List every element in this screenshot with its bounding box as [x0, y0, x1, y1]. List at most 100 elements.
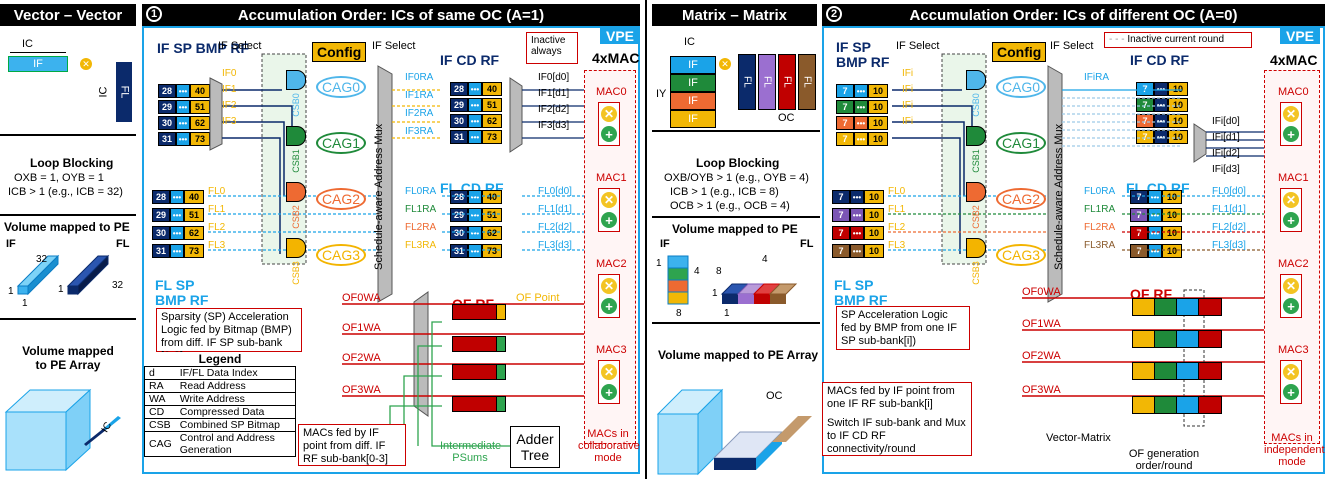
macs-mode-1: MACs in collaborative mode [578, 428, 640, 464]
s1-flcd-row-3-last: 73 [482, 244, 502, 258]
s2-fl-row-2-dots: ••• [850, 226, 864, 240]
mid-fl-item-0: FL [738, 54, 756, 110]
s2-mac-1-add-icon: + [1283, 212, 1299, 228]
s1-mac-3: ✕+ [598, 360, 620, 404]
mid-loop-2: ICB > 1 (e.g., ICB = 8) [670, 186, 779, 198]
s2-flcd-row-2-dots: ••• [1148, 226, 1162, 240]
s1-flcd-row-2-first: 30 [450, 226, 468, 240]
mid-vol-4b: 4 [762, 254, 768, 265]
macs-note-1: MACs fed by IF point from diff. IF RF su… [298, 424, 406, 466]
pe-array-shape [4, 388, 121, 472]
s2-ifcd-row-0-first: 7 [1136, 82, 1154, 96]
s2-fl-row-2-first: 7 [832, 226, 850, 240]
s2-if-row-0-dots: ••• [854, 84, 868, 98]
s1-if-row-3-first: 31 [158, 132, 176, 146]
s2-if-row-1-last: 10 [868, 100, 888, 114]
s2-if-row-0-last: 10 [868, 84, 888, 98]
if-sp-bmp-rf-1: IF SP BMP RF [157, 40, 250, 56]
legend-val-2: Write Address [175, 392, 296, 406]
mid-vol-4a: 4 [694, 266, 700, 277]
s1-mac-3-multiply-icon: ✕ [601, 364, 617, 380]
legend-key-4: CSB [144, 418, 176, 432]
legend-title: Legend [198, 352, 242, 366]
s2-csb-1: CSB1 [970, 149, 981, 173]
s1-flcd-row-3-dots: ••• [468, 244, 482, 258]
s2-mac-1: ✕+ [1280, 188, 1302, 232]
s2-of-cell-1-0 [1132, 330, 1156, 348]
s2-flcd-row-2-first: 7 [1130, 226, 1148, 240]
mid-vol-if: IF [660, 238, 670, 250]
s2-mac-0-multiply-icon: ✕ [1283, 106, 1299, 122]
s2-flcd-row-1-last: 10 [1162, 208, 1182, 222]
s2-fl-ra-3: FL3RA [1084, 240, 1116, 251]
mid-if-item-2: IF [670, 92, 716, 110]
s1-if-ra-1: IF1RA [405, 90, 434, 101]
s2-flcd-row-2-last: 10 [1162, 226, 1182, 240]
volume-pe-title: Volume mapped to PE [4, 220, 130, 234]
sparsity-note: Sparsity (SP) Acceleration Logic fed by … [156, 308, 302, 362]
s1-of-block-1 [452, 336, 498, 352]
s2-of-cell-3-1 [1154, 396, 1178, 414]
vol-fl-label: FL [116, 238, 130, 250]
s2-of-cell-3-2 [1176, 396, 1200, 414]
s2-fl-row-2-last: 10 [864, 226, 884, 240]
of-point-label: OF Point [516, 292, 560, 304]
s2-of-cell-0-2 [1176, 298, 1200, 316]
s1-ifcd-row-0-dots: ••• [468, 82, 482, 96]
divider-1 [0, 134, 136, 136]
vol-1b: 1 [22, 298, 28, 309]
s2-if-row-3-dots: ••• [854, 132, 868, 146]
s2-mac-2: ✕+ [1280, 274, 1302, 318]
s2-flcd-row-3-first: 7 [1130, 244, 1148, 258]
section2-number: 2 [826, 6, 842, 22]
mid-vol-1a: 1 [656, 258, 662, 269]
s2-cag-2: CAG2 [996, 188, 1046, 210]
s2-csb-gate-1 [966, 126, 986, 146]
s1-csb-gate-2 [286, 182, 306, 202]
s1-ifcd-row-3-dots: ••• [468, 130, 482, 144]
four-mac-1: 4xMAC [592, 50, 640, 66]
s2-fl-row-3-first: 7 [832, 244, 850, 258]
s2-mac-label-2: MAC2 [1278, 258, 1309, 270]
s2-of-cell-2-2 [1176, 362, 1200, 380]
s2-cag-3: CAG3 [996, 244, 1046, 266]
mid-vol-8a: 8 [676, 308, 682, 319]
mid-array-oc: OC [766, 390, 783, 402]
divider-2 [0, 214, 136, 216]
inactive-always-box: Inactive always [526, 32, 578, 64]
mux-label-1: Schedule-aware Address Mux [373, 123, 385, 270]
vpe-badge-2: VPE [1280, 28, 1321, 44]
s2-flcd-row-1-first: 7 [1130, 208, 1148, 222]
mid-divider-2 [652, 216, 820, 218]
s1-fl-row-1-dots: ••• [170, 208, 184, 222]
s1-if-out-0: IF0[d0] [538, 72, 570, 83]
s1-if-row-3-dots: ••• [176, 132, 190, 146]
s2-mac-0: ✕+ [1280, 102, 1302, 146]
s1-flcd-row-1-first: 29 [450, 208, 468, 222]
s2-if-out-0: IFi[d0] [1212, 116, 1240, 127]
divider-3 [0, 318, 136, 320]
s1-cag-2: CAG2 [316, 188, 366, 210]
legend-val-3: Compressed Data [175, 405, 296, 419]
s1-ifcd-row-0-first: 28 [450, 82, 468, 96]
if-select-2a: IF Select [896, 40, 940, 52]
s2-ifcd-row-2-dots: ••• [1154, 114, 1168, 128]
s2-if-row-1-first: 7 [836, 100, 854, 114]
s1-mac-2-add-icon: + [601, 298, 617, 314]
s1-ifcd-row-2-first: 30 [450, 114, 468, 128]
s2-ifcd-row-0-dots: ••• [1154, 82, 1168, 96]
s2-if-row-1-dots: ••• [854, 100, 868, 114]
s1-fl-out-1: FL1[d1] [538, 204, 572, 215]
of-generation-label: OF generation order/round [1128, 448, 1200, 472]
s2-of-cell-1-2 [1176, 330, 1200, 348]
s2-ifcd-row-1-last: 10 [1168, 98, 1188, 112]
s2-of-wa-1: OF1WA [1022, 318, 1061, 330]
s2-fl-out-2: FL2[d2] [1212, 222, 1246, 233]
s1-fl-row-1-first: 29 [152, 208, 170, 222]
s1-if-out-1: IF1[d1] [538, 88, 570, 99]
s1-flcd-row-3-first: 31 [450, 244, 468, 258]
s1-ifcd-row-1-dots: ••• [468, 98, 482, 112]
s2-of-cell-1-3 [1198, 330, 1222, 348]
